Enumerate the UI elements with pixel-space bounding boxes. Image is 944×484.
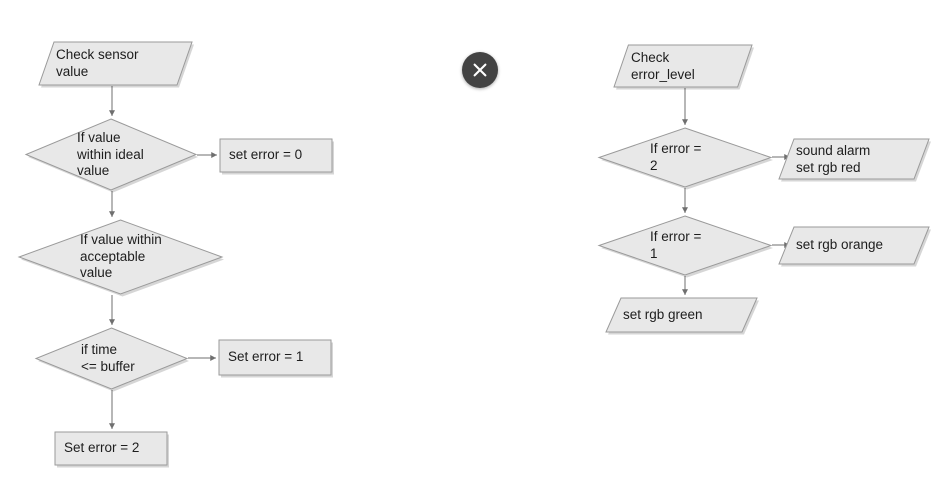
node-if-error-equals-1[interactable]: If error = 1 [597,215,773,278]
diamond-shape [17,219,224,297]
parallelogram-shape [38,41,194,88]
node-set-error-1[interactable]: Set error = 1 [218,339,333,378]
diamond-shape [34,327,189,392]
node-if-value-within-acceptable-value[interactable]: If value within acceptable value [17,219,224,297]
node-if-error-equals-2[interactable]: If error = 2 [597,127,773,190]
node-if-value-within-ideal-value[interactable]: If value within ideal value [24,118,198,193]
parallelogram-shape [613,44,754,90]
node-check-error-level[interactable]: Check error_level [613,44,754,90]
edge-if-time-to-set-error-2 [108,390,116,429]
parallelogram-shape [605,297,759,335]
edge-acceptable-to-if-time [108,295,116,325]
node-if-time-less-equal-buffer[interactable]: if time <= buffer [34,327,189,392]
edge-check-error-level-to-if-error-2 [681,88,689,125]
edge-if-error-1-to-set-rgb-green [681,276,689,295]
edge-ideal-to-acceptable [108,191,116,217]
rectangle-shape [218,339,333,378]
node-set-error-0[interactable]: set error = 0 [219,138,334,175]
close-x-icon [473,63,487,77]
edge-ideal-to-set-error-0 [197,151,217,159]
diamond-shape [597,127,773,190]
edge-check-sensor-to-ideal [108,86,116,116]
edge-if-error-2-to-if-error-1 [681,188,689,213]
node-set-rgb-green[interactable]: set rgb green [605,297,759,335]
node-sound-alarm-set-rgb-red[interactable]: sound alarm set rgb red [778,138,931,182]
diamond-shape [24,118,198,193]
parallelogram-shape [778,226,931,267]
node-set-rgb-orange[interactable]: set rgb orange [778,226,931,267]
node-set-error-2[interactable]: Set error = 2 [54,431,169,468]
close-button[interactable] [462,52,498,88]
parallelogram-shape [778,138,931,182]
edge-if-time-to-set-error-1 [188,354,216,362]
rectangle-shape [219,138,334,175]
diamond-shape [597,215,773,278]
node-check-sensor-value[interactable]: Check sensor value [38,41,194,88]
rectangle-shape [54,431,169,468]
